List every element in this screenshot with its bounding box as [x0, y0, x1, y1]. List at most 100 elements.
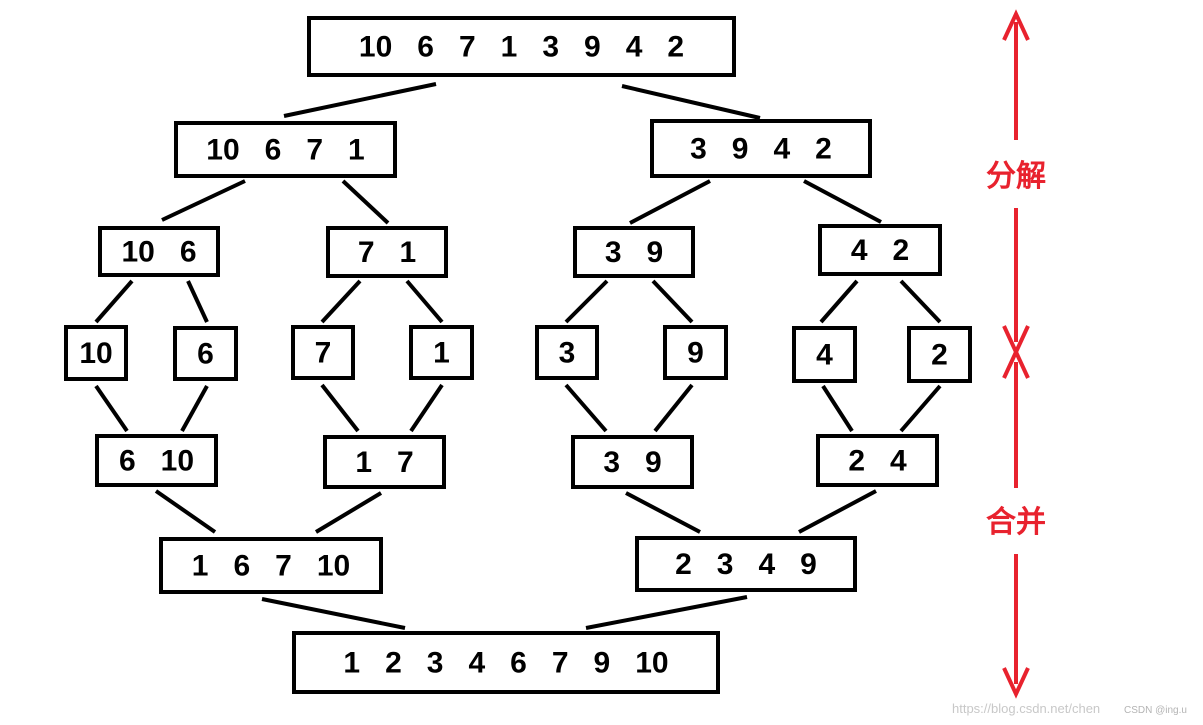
node-label: 6: [197, 338, 214, 371]
edge-a7-mLR: [320, 383, 360, 433]
node-R: 3 9 4 2: [650, 119, 872, 178]
node-final: 1 2 3 4 6 7 9 10: [292, 631, 720, 694]
node-label: 10 6 7 1 3 9 4 2: [359, 31, 684, 64]
node-label: 10: [79, 337, 112, 370]
edge-L-LR: [341, 179, 390, 225]
node-label: 1 6 7 10: [192, 550, 350, 583]
node-label: 1: [433, 337, 450, 370]
node-label: 3 9: [603, 446, 661, 479]
edge-LL-a6: [186, 280, 209, 323]
node-a7: 7: [291, 325, 355, 380]
edge-RR-a2: [899, 279, 942, 324]
node-label: 9: [687, 337, 704, 370]
edge-R-RR: [803, 179, 882, 224]
edge-root-L: [283, 82, 437, 118]
edge-a6-mLL: [180, 385, 209, 432]
edge-a1-mLR: [409, 383, 444, 433]
node-box: [307, 16, 736, 77]
merge-label: 合并: [986, 505, 1046, 540]
node-label: 4 2: [851, 234, 909, 267]
node-label: 3 9: [605, 236, 663, 269]
edge-mLR-mL: [314, 491, 383, 534]
watermark-url: https://blog.csdn.net/chen: [952, 701, 1100, 716]
node-a6: 6: [173, 326, 238, 381]
edge-a3-mRL: [564, 383, 608, 433]
node-root: 10 6 7 1 3 9 4 2: [307, 16, 736, 77]
node-a10: 10: [64, 325, 128, 381]
node-box: [907, 326, 972, 383]
edge-RL-a3: [564, 279, 609, 324]
node-box: [291, 325, 355, 380]
node-box: [650, 119, 872, 178]
node-label: 1 7: [355, 446, 413, 479]
node-box: [326, 226, 448, 278]
node-label: 4: [816, 339, 833, 372]
merge-arrowhead-up-icon: [1002, 347, 1030, 379]
node-box: [409, 325, 474, 380]
edge-LL-a10: [94, 279, 134, 324]
node-a9: 9: [663, 325, 728, 380]
node-mRL: 3 9: [571, 435, 694, 489]
edge-mRR-mR: [798, 489, 877, 534]
edge-RR-a4: [819, 279, 859, 324]
edge-LR-a7: [320, 279, 362, 324]
edge-a2-mRR: [899, 384, 942, 433]
node-box: [571, 435, 694, 489]
node-a1: 1: [409, 325, 474, 380]
node-box: [663, 325, 728, 380]
node-label: 2 3 4 9: [675, 548, 817, 581]
node-box: [173, 326, 238, 381]
edge-R-RL: [629, 179, 711, 225]
node-label: 3 9 4 2: [690, 133, 832, 166]
node-a3: 3: [535, 325, 599, 380]
edge-mRL-mR: [625, 491, 701, 534]
node-RL: 3 9: [573, 226, 695, 278]
nodes-layer: 10 6 7 1 3 9 4 2 10 6 7 1 3 9 4 2 10 6 7 1 3 …: [64, 16, 972, 694]
node-mL: 1 6 7 10: [159, 537, 383, 594]
node-a4: 4: [792, 326, 857, 383]
node-mLL: 6 10: [95, 434, 218, 487]
node-label: 3: [559, 337, 576, 370]
node-label: 2 4: [848, 445, 907, 478]
edge-mL-final: [261, 597, 406, 630]
node-mRR: 2 4: [816, 434, 939, 487]
divide-arrowhead-up-icon: [1002, 9, 1030, 41]
node-LR: 7 1: [326, 226, 448, 278]
divide-label: 分解: [986, 159, 1046, 194]
edge-mR-final: [585, 595, 748, 630]
node-box: [292, 631, 720, 694]
node-a2: 2: [907, 326, 972, 383]
edges-layer: [94, 82, 942, 630]
node-label: 7: [315, 337, 332, 370]
edge-a9-mRL: [653, 383, 694, 433]
node-box: [792, 326, 857, 383]
edge-L-LL: [161, 179, 246, 222]
node-RR: 4 2: [818, 224, 942, 276]
node-label: 6 10: [119, 445, 194, 478]
node-box: [323, 435, 446, 489]
node-LL: 10 6: [98, 226, 220, 277]
edge-root-R: [621, 84, 761, 120]
node-box: [816, 434, 939, 487]
node-box: [535, 325, 599, 380]
node-mLR: 1 7: [323, 435, 446, 489]
node-box: [818, 224, 942, 276]
node-mR: 2 3 4 9: [635, 536, 857, 592]
node-label: 2: [931, 339, 948, 372]
edge-a10-mLL: [94, 384, 129, 433]
edge-a4-mRR: [821, 384, 854, 433]
merge-phase-indicator: 合并: [986, 347, 1046, 699]
node-label: 1 2 3 4 6 7 9 10: [343, 647, 668, 680]
watermark-csdn: CSDN @ing.u: [1124, 705, 1187, 716]
node-label: 7 1: [358, 236, 416, 269]
node-box: [573, 226, 695, 278]
edge-RL-a9: [651, 279, 694, 324]
node-box: [64, 325, 128, 381]
node-box: [159, 537, 383, 594]
node-box: [95, 434, 218, 487]
merge-arrowhead-down-icon: [1002, 667, 1030, 699]
node-label: 10 6 7 1: [206, 134, 364, 167]
node-label: 10 6: [121, 236, 196, 269]
node-box: [98, 226, 220, 277]
